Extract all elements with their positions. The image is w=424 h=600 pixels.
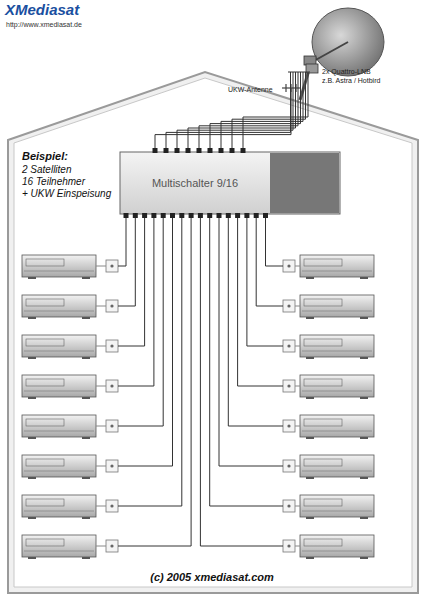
output-ports — [124, 213, 269, 218]
input-ports — [153, 148, 246, 153]
example-heading: Beispiel: — [22, 150, 68, 162]
example-text: 2 Satelliten — [22, 164, 71, 175]
receivers — [22, 255, 374, 559]
copyright-caption: (c) 2005 xmediasat.com — [0, 571, 424, 583]
node-label: Multischalter 9/16 — [152, 177, 238, 189]
lnb-label: 2x Quattro-LNB — [322, 68, 371, 76]
power-supply — [270, 153, 339, 213]
input-cables — [155, 72, 310, 152]
example-text: + UKW Einspeisung — [22, 188, 111, 199]
antenna-label: UKW-Antenne — [228, 86, 273, 94]
example-text: 16 Teilnehmer — [22, 176, 85, 187]
output-cables — [96, 214, 300, 546]
house-inner — [14, 78, 412, 587]
lnb-label: z.B. Astra / Hotbird — [322, 77, 380, 85]
house-outline — [8, 72, 418, 593]
multiswitch-box: Multischalter 9/16 — [120, 152, 270, 214]
satellite-dish — [300, 8, 384, 100]
logo-text: XMediasat — [5, 2, 79, 19]
multiswitch-housing — [120, 152, 340, 214]
url-text: http://www.xmediasat.de — [6, 21, 82, 29]
